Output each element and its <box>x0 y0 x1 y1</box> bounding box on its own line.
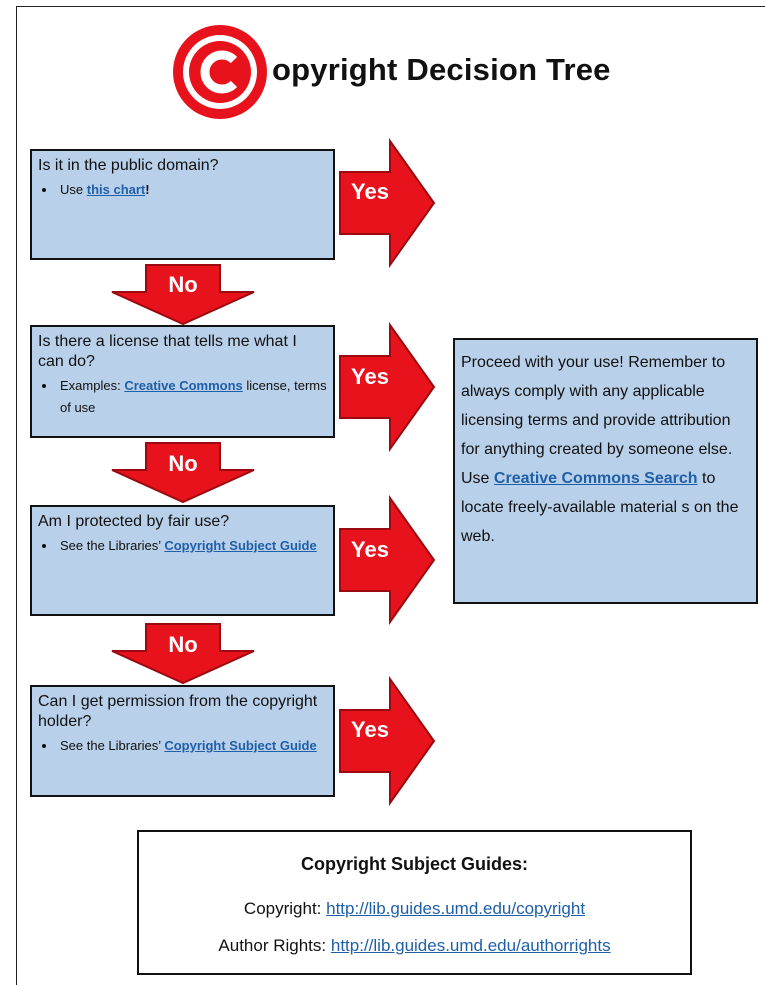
author-rights-guide-url-link[interactable]: http://lib.guides.umd.edu/authorrights <box>330 936 611 955</box>
yes-label: Yes <box>351 364 389 389</box>
yes-arrow-right-icon <box>339 495 436 625</box>
guide-row-copyright: Copyright: http://lib.guides.umd.edu/cop… <box>139 899 690 919</box>
subject-guides-box: Copyright Subject Guides: Copyright: htt… <box>137 830 692 975</box>
this-chart-link[interactable]: this chart <box>86 182 146 197</box>
no-label: No <box>168 451 198 476</box>
result-text-before: Proceed with your use! Remember to alway… <box>461 354 733 487</box>
question-box-permission: Can I get permission from the copyright … <box>30 685 335 797</box>
no-arrow-down-icon <box>111 442 255 504</box>
yes-arrow-right-icon <box>339 322 436 452</box>
no-label: No <box>168 632 198 657</box>
no-label: No <box>168 272 198 297</box>
question-box-license: Is there a license that tells me what I … <box>30 325 335 438</box>
bullet-text: Use <box>60 182 87 197</box>
copyright-subject-guide-link[interactable]: Copyright Subject Guide <box>164 738 317 753</box>
page-frame <box>16 6 765 985</box>
question-text: Is there a license that tells me what I … <box>38 333 297 370</box>
creative-commons-link[interactable]: Creative Commons <box>124 378 243 393</box>
title-block: opyright Decision Tree <box>168 22 628 122</box>
page-title: opyright Decision Tree <box>272 52 611 87</box>
bullet-text: See the Libraries’ <box>60 538 165 553</box>
copyright-subject-guide-link[interactable]: Copyright Subject Guide <box>164 538 317 553</box>
question-text: Am I protected by fair use? <box>38 513 230 530</box>
copyright-logo-icon <box>173 25 267 119</box>
no-arrow-down-icon <box>111 264 255 326</box>
guides-title: Copyright Subject Guides: <box>300 854 528 874</box>
yes-label: Yes <box>351 179 389 204</box>
guide-label: Author Rights: <box>218 936 331 955</box>
question-text: Can I get permission from the copyright … <box>38 693 318 730</box>
question-box-fair-use: Am I protected by fair use? See the Libr… <box>30 505 335 616</box>
bullet-item: Use this chart! <box>38 179 327 201</box>
no-arrow-down-icon <box>111 623 255 685</box>
yes-label: Yes <box>351 537 389 562</box>
copyright-guide-url-link[interactable]: http://lib.guides.umd.edu/copyright <box>326 899 586 918</box>
bullet-suffix: license, terms of use <box>60 378 327 415</box>
yes-arrow-right-icon <box>339 676 436 806</box>
guide-label: Copyright: <box>243 899 327 918</box>
result-text-after: to locate freely-available material s on… <box>461 470 739 545</box>
bullet-suffix: ! <box>145 182 150 197</box>
bullet-item: Examples: Creative Commons license, term… <box>38 375 327 419</box>
creative-commons-search-link[interactable]: Creative Commons Search <box>493 470 698 487</box>
question-text: Is it in the public domain? <box>38 157 219 174</box>
bullet-text: Examples: <box>60 378 125 393</box>
yes-arrow-right-icon <box>339 138 436 268</box>
bullet-item: See the Libraries’ Copyright Subject Gui… <box>38 535 327 557</box>
question-box-public-domain: Is it in the public domain? Use this cha… <box>30 149 335 260</box>
guide-row-author-rights: Author Rights: http://lib.guides.umd.edu… <box>139 936 690 956</box>
result-box-proceed: Proceed with your use! Remember to alway… <box>453 338 758 604</box>
yes-label: Yes <box>351 717 389 742</box>
bullet-text: See the Libraries’ <box>60 738 165 753</box>
bullet-item: See the Libraries’ Copyright Subject Gui… <box>38 735 327 757</box>
